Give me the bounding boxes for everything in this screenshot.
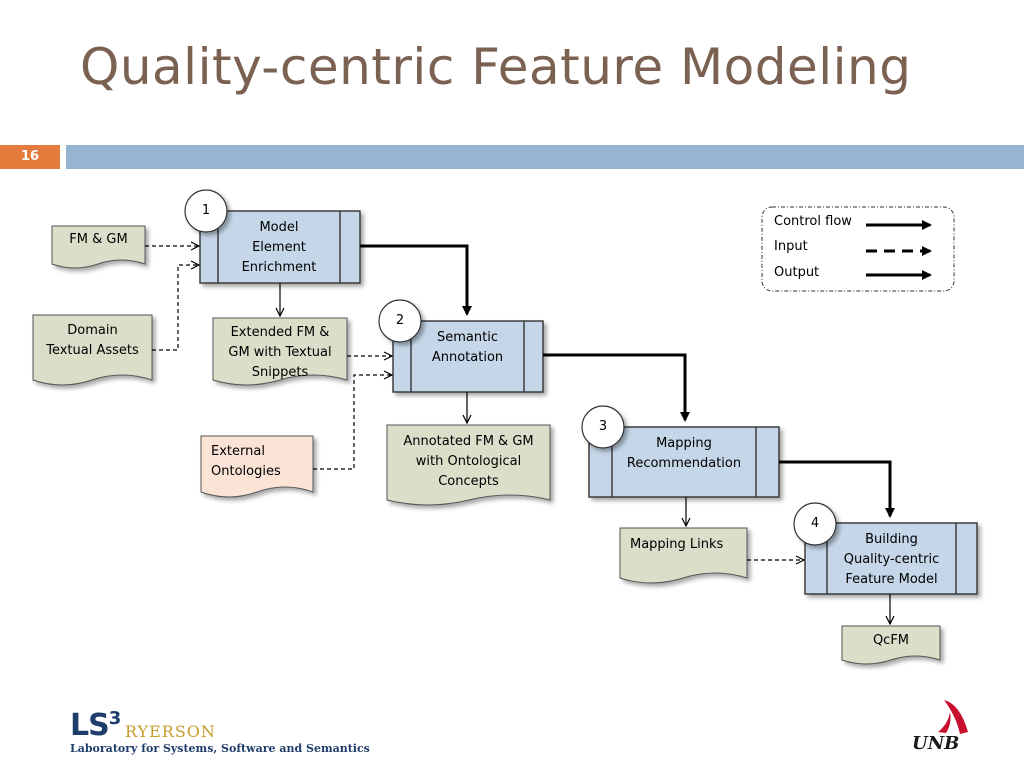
- doc-extended-fm: [212, 317, 348, 386]
- legend-box: [761, 206, 955, 292]
- step-circle-2: [378, 299, 422, 343]
- doc-label-fm-gm: FM & GM: [69, 232, 128, 247]
- step-number-2: 2: [395, 313, 405, 328]
- doc-mapping-links: [619, 527, 748, 584]
- input-domain-assets: [152, 265, 199, 351]
- ls3-logo: LS3: [70, 708, 121, 743]
- doc-label-qcfm: QcFM: [872, 633, 910, 648]
- legend-output-label: Output: [774, 265, 820, 280]
- doc-fm-gm: [51, 225, 146, 269]
- doc-label-mapping-links: Mapping Links: [630, 537, 724, 552]
- slide-number: 16: [0, 145, 60, 169]
- control-flow-3-4: [779, 460, 895, 518]
- input-external-ontologies: [313, 375, 392, 470]
- title-accent-bar: [66, 145, 1024, 169]
- doc-domain-assets: [32, 314, 153, 386]
- doc-qcfm: [841, 625, 941, 665]
- step-circle-1: [184, 189, 228, 233]
- step-number-1: 1: [201, 203, 211, 218]
- step-circle-3: [581, 405, 625, 449]
- doc-external-ontologies: [200, 435, 314, 498]
- doc-annotated-fm: [386, 424, 551, 506]
- step-circle-4: [793, 502, 837, 546]
- unb-logo-text: UNB: [912, 733, 960, 754]
- control-flow-2-3: [543, 353, 690, 422]
- lab-name: Laboratory for Systems, Software and Sem…: [70, 742, 370, 755]
- legend-input-label: Input: [774, 239, 808, 254]
- ryerson-logo-text: RYERSON: [125, 722, 216, 741]
- step-number-4: 4: [810, 516, 820, 531]
- legend-control-flow-label: Control flow: [774, 214, 852, 229]
- unb-logo-mark: [938, 700, 968, 734]
- slide-title: Quality-centric Feature Modeling: [80, 38, 912, 96]
- process-box-4: [804, 522, 978, 595]
- step-number-3: 3: [598, 419, 608, 434]
- control-flow-1-2: [360, 244, 472, 316]
